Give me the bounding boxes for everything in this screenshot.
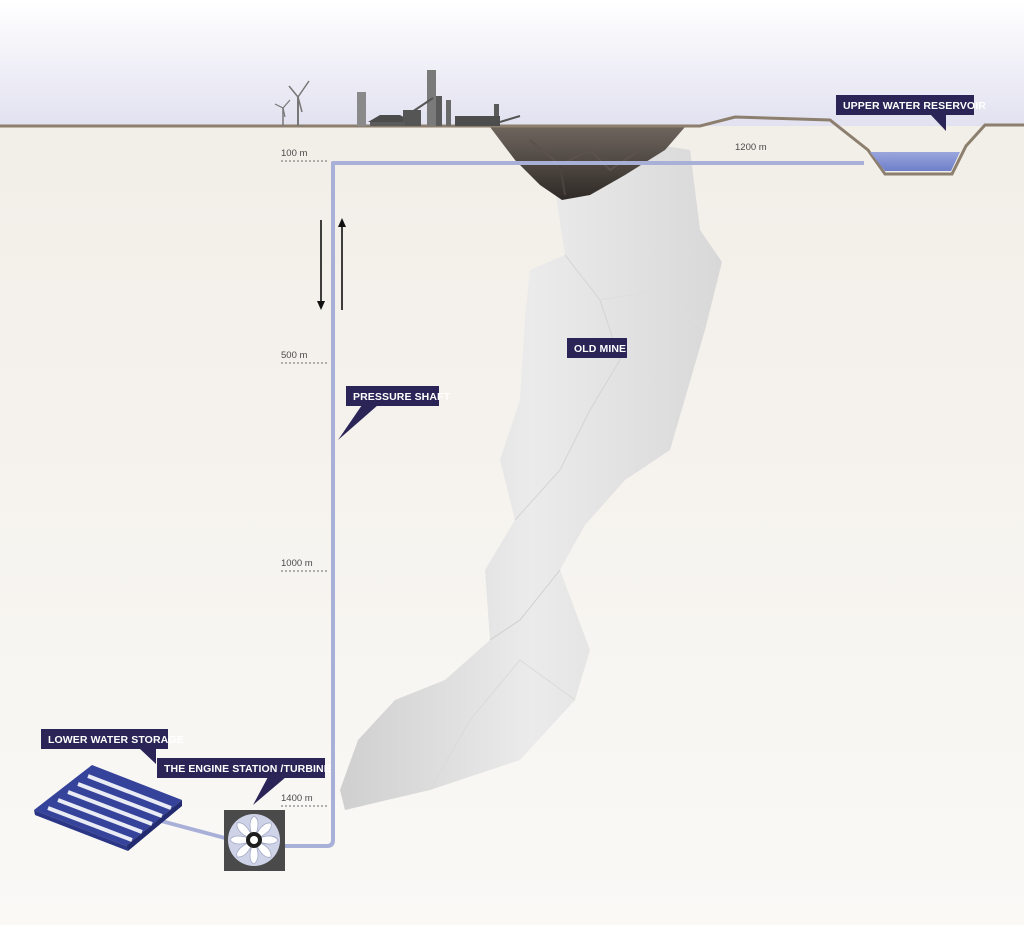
upper-reservoir-water — [870, 152, 960, 171]
label-engine-station-text: THE ENGINE STATION /TURBINE — [164, 763, 331, 775]
up-arrow-icon — [338, 218, 346, 310]
turbine-icon — [224, 810, 285, 871]
label-lower-storage-text: LOWER WATER STORAGE — [48, 734, 184, 746]
pressure-shaft-pipe — [282, 161, 864, 848]
label-pressure-shaft-text: PRESSURE SHAFT — [353, 391, 451, 403]
label-upper-reservoir: UPPER WATER RESERVOIR — [836, 95, 986, 131]
industrial-plant-icon — [357, 70, 521, 126]
depth-marker-1000: 1000 m — [281, 558, 328, 572]
horizontal-distance-label: 1200 m — [735, 142, 767, 153]
old-mine-cavity — [340, 138, 722, 810]
lower-water-storage — [34, 765, 182, 851]
depth-label-100: 100 m — [281, 148, 307, 159]
label-old-mine-text: OLD MINE — [574, 343, 626, 355]
down-arrow-icon — [317, 220, 325, 310]
depth-label-1000: 1000 m — [281, 558, 313, 569]
depth-marker-1400: 1400 m — [281, 793, 328, 807]
wind-turbine-icon — [274, 80, 310, 126]
ground-surface-line — [0, 115, 1024, 176]
label-pressure-shaft: PRESSURE SHAFT — [338, 386, 451, 440]
label-upper-reservoir-text: UPPER WATER RESERVOIR — [843, 100, 986, 112]
label-old-mine: OLD MINE — [567, 338, 627, 358]
depth-label-500: 500 m — [281, 350, 307, 361]
depth-marker-500: 500 m — [281, 350, 328, 364]
depth-label-1400: 1400 m — [281, 793, 313, 804]
label-engine-station: THE ENGINE STATION /TURBINE — [157, 758, 331, 805]
depth-marker-100: 100 m — [281, 148, 328, 162]
label-lower-storage: LOWER WATER STORAGE — [41, 729, 184, 764]
